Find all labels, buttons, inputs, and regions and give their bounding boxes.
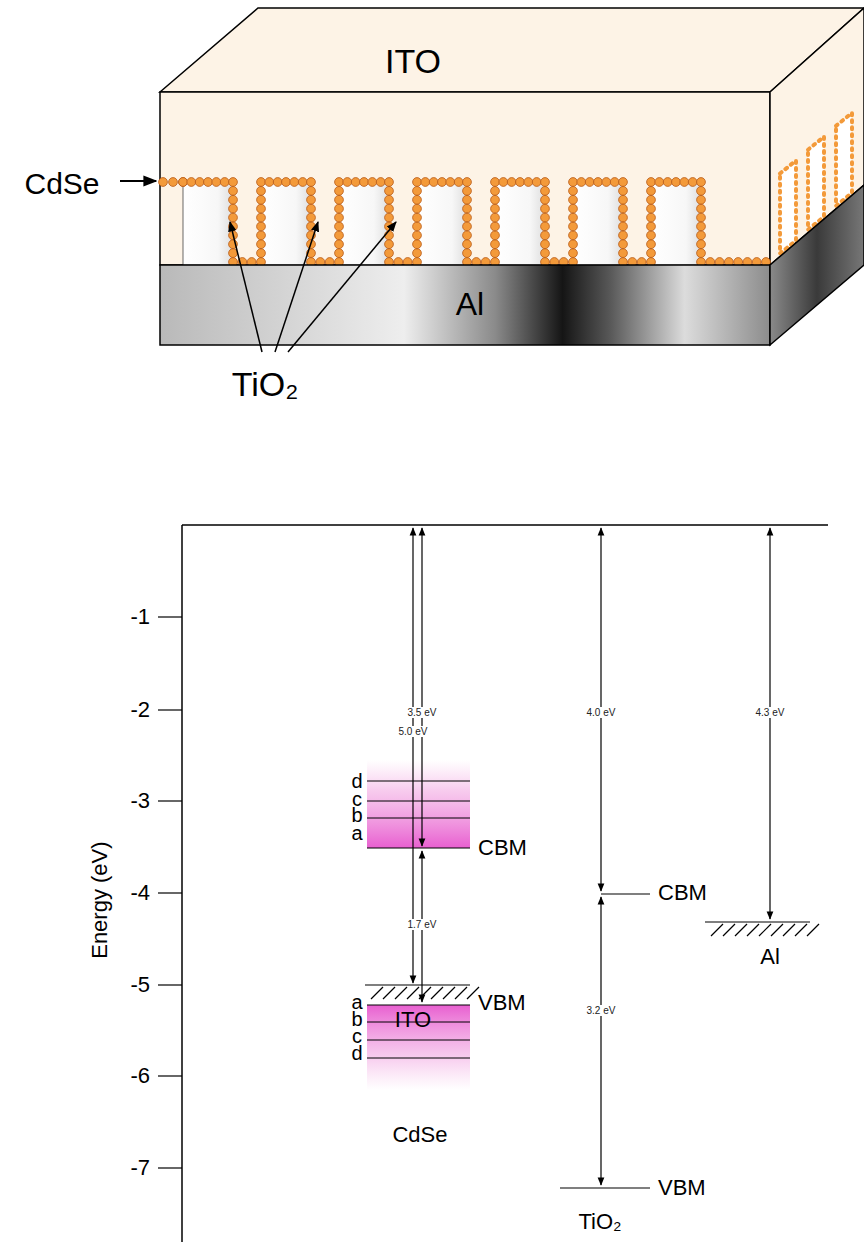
- diagram-label: CBM: [478, 836, 527, 860]
- part-name: Al: [456, 287, 484, 322]
- tio2-leader: [275, 222, 318, 352]
- energy-axis: [181, 525, 183, 1242]
- tio2-leader: [288, 222, 396, 352]
- diagram-label: ITO: [395, 1008, 431, 1032]
- al-side-face: [770, 185, 864, 345]
- cdse-dots: [159, 178, 771, 267]
- tio2-columns: [183, 182, 701, 265]
- energy-value: 4.3 eV: [754, 707, 787, 718]
- diagram-label: -2: [130, 698, 150, 722]
- cdse-pointer: [120, 180, 156, 182]
- diagram-label: -6: [130, 1064, 150, 1088]
- ito-top-face: [160, 8, 864, 92]
- ito-front-face: [160, 92, 770, 265]
- diagram-label: VBM: [658, 1176, 706, 1200]
- diagram-label: Energy (eV): [88, 841, 112, 958]
- energy-value: 5.0 eV: [397, 726, 430, 737]
- cdse-cb-band: [367, 760, 470, 848]
- energy-value: 4.0 eV: [585, 707, 618, 718]
- diagram-label: TiO₂: [578, 1210, 621, 1234]
- diagram-label: -3: [130, 789, 150, 813]
- diagram-label: -7: [130, 1156, 150, 1180]
- cdse-levels: [367, 781, 470, 1058]
- axis-ticks: [158, 617, 182, 1168]
- tio2-vbm-line: [560, 1187, 650, 1188]
- energy-value: 3.2 eV: [585, 1005, 618, 1016]
- part-name: TiO₂: [232, 366, 299, 403]
- diagram-label: d: [351, 1042, 362, 1064]
- cdse-vb-band: [367, 1005, 470, 1090]
- tio2-leader: [230, 222, 262, 352]
- vacuum-level: [182, 524, 828, 526]
- al-front-face: [160, 265, 770, 345]
- diagram-label: VBM: [478, 991, 526, 1015]
- diagram-label: a: [351, 822, 362, 844]
- diagram-label: -4: [130, 881, 150, 905]
- part-name: ITO: [385, 43, 441, 80]
- diagram-label: -5: [130, 973, 150, 997]
- diagram-label: CdSe: [392, 1123, 447, 1147]
- electrode-hatching: [365, 922, 819, 999]
- tio2-cbm-line: [601, 893, 650, 894]
- diagram-label: CBM: [658, 881, 707, 905]
- energy-value: 1.7 eV: [406, 919, 439, 930]
- diagram-label: Al: [760, 945, 780, 969]
- diagram-label: -1: [130, 605, 150, 629]
- energy-arrows: [413, 528, 770, 1185]
- energy-value: 3.5 eV: [406, 707, 439, 718]
- part-name: CdSe: [24, 167, 99, 200]
